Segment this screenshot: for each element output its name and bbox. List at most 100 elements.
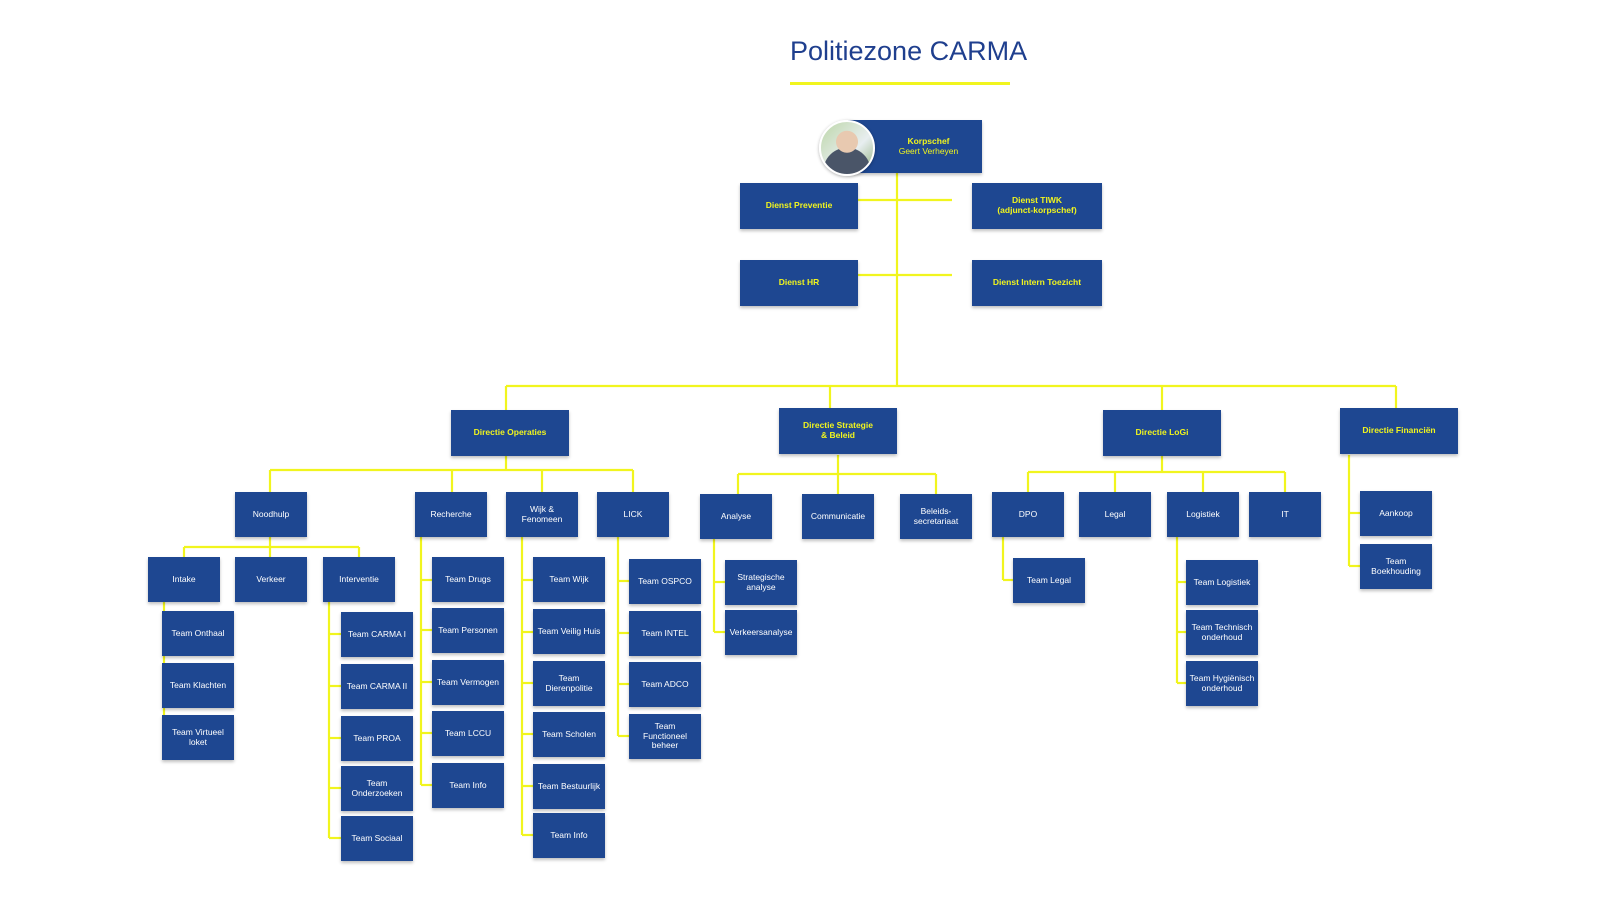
node-team-vermogen[interactable]: Team Vermogen — [432, 660, 504, 705]
node-team-personen[interactable]: Team Personen — [432, 608, 504, 653]
label-dienst-preventie: Dienst Preventie — [765, 200, 833, 211]
label-team-personen: Team Personen — [438, 624, 498, 635]
node-directie-strategie[interactable]: Directie Strategie & Beleid — [779, 408, 897, 454]
label-legal: Legal — [1104, 508, 1126, 519]
page-title: Politiezone CARMA — [790, 36, 1028, 66]
label-team-logistiek: Team Logistiek — [1193, 576, 1251, 587]
node-dienst-hr[interactable]: Dienst HR — [740, 260, 858, 306]
label-team-boekhouding: Team Boekhouding — [1371, 555, 1421, 576]
label-it: IT — [1281, 508, 1289, 519]
node-team-lccu[interactable]: Team LCCU — [432, 711, 504, 756]
node-recherche[interactable]: Recherche — [415, 492, 487, 537]
node-team-onthaal[interactable]: Team Onthaal — [162, 611, 234, 656]
label-secretariaat: secretariaat — [913, 515, 959, 526]
label-recherche: Recherche — [430, 508, 472, 519]
node-team-klachten[interactable]: Team Klachten — [162, 663, 234, 708]
node-wijk-fenomeen[interactable]: Wijk & Fenomeen — [506, 492, 578, 537]
label-aankoop: Aankoop — [1379, 507, 1413, 518]
node-team-proa[interactable]: Team PROA — [341, 716, 413, 761]
node-team-bestuurlijk[interactable]: Team Bestuurlijk — [533, 764, 605, 809]
node-directie-financien[interactable]: Directie Financiën — [1340, 408, 1458, 454]
label-noodhulp: Noodhulp — [252, 508, 290, 519]
node-team-wijk[interactable]: Team Wijk — [533, 557, 605, 602]
node-verkeer[interactable]: Verkeer — [235, 557, 307, 602]
node-verkeersanalyse[interactable]: Verkeersanalyse — [725, 610, 797, 655]
node-dienst-tiwk[interactable]: Dienst TIWK (adjunct-korpschef) — [972, 183, 1102, 229]
node-directie-logi[interactable]: Directie LoGi — [1103, 410, 1221, 456]
label-team-info: Team Info — [449, 779, 487, 790]
node-team-ospco[interactable]: Team OSPCO — [629, 559, 701, 604]
label-team-vermogen: Team Vermogen — [437, 676, 499, 687]
korpschef-role: Korpschef — [907, 135, 950, 146]
label-directie-logi: Directie LoGi — [1135, 427, 1189, 438]
label-team-carma-i: Team CARMA I — [347, 628, 407, 639]
label-team-ospco: Team OSPCO — [638, 575, 692, 586]
label-team-functioneel-beheer: Team Functioneel beheer — [643, 720, 687, 751]
node-communicatie[interactable]: Communicatie — [802, 494, 874, 539]
node-aankoop[interactable]: Aankoop — [1360, 491, 1432, 536]
node-noodhulp[interactable]: Noodhulp — [235, 492, 307, 537]
node-team-adco[interactable]: Team ADCO — [629, 662, 701, 707]
label-team-virtueel-loket: Team Virtueel loket — [172, 726, 224, 747]
label-directie-operaties: Directie Operaties — [473, 427, 547, 438]
label-wijk: Wijk & — [529, 503, 555, 514]
node-team-technisch-onderhoud[interactable]: Team Technisch onderhoud — [1186, 610, 1258, 655]
node-lick[interactable]: LICK — [597, 492, 669, 537]
label-strategische-analyse: Strategische analyse — [737, 571, 785, 592]
label-team-bestuurlijk: Team Bestuurlijk — [537, 780, 601, 791]
node-team-drugs[interactable]: Team Drugs — [432, 557, 504, 602]
node-team-sociaal[interactable]: Team Sociaal — [341, 816, 413, 861]
label-team-proa: Team PROA — [353, 732, 401, 743]
label-team-dierenpolitie: Team Dierenpolitie — [545, 672, 593, 693]
node-beleidssecretariaat[interactable]: Beleids- secretariaat — [900, 494, 972, 539]
label-team-scholen: Team Scholen — [542, 728, 596, 739]
node-team-boekhouding[interactable]: Team Boekhouding — [1360, 544, 1432, 589]
node-team-functioneel-beheer[interactable]: Team Functioneel beheer — [629, 714, 701, 759]
node-dienst-intern-toezicht[interactable]: Dienst Intern Toezicht — [972, 260, 1102, 306]
label-team-onthaal: Team Onthaal — [171, 627, 225, 638]
label-dienst-hr: Dienst HR — [778, 277, 820, 288]
label-interventie: Interventie — [339, 573, 379, 584]
label-team-legal: Team Legal — [1027, 574, 1071, 585]
node-legal[interactable]: Legal — [1079, 492, 1151, 537]
node-team-dierenpolitie[interactable]: Team Dierenpolitie — [533, 661, 605, 706]
node-it[interactable]: IT — [1249, 492, 1321, 537]
korpschef-avatar-icon — [819, 120, 875, 176]
node-team-scholen[interactable]: Team Scholen — [533, 712, 605, 757]
label-adjunct-korpschef: (adjunct-korpschef) — [997, 205, 1077, 215]
node-team-veilig-huis[interactable]: Team Veilig Huis — [533, 609, 605, 654]
node-interventie[interactable]: Interventie — [323, 557, 395, 602]
node-team-carma-i[interactable]: Team CARMA I — [341, 612, 413, 657]
label-team-technisch-onderhoud: Team Technisch onderhoud — [1191, 621, 1253, 642]
node-logistiek[interactable]: Logistiek — [1167, 492, 1239, 537]
node-strategische-analyse[interactable]: Strategische analyse — [725, 560, 797, 605]
label-team-hygienisch-onderhoud: Team Hygiënisch onderhoud — [1189, 672, 1255, 693]
node-korpschef[interactable]: Korpschef Geert Verheyen — [848, 120, 982, 173]
node-team-info-recherche[interactable]: Team Info — [432, 763, 504, 808]
label-team-klachten: Team Klachten — [169, 679, 227, 690]
label-dpo: DPO — [1018, 508, 1038, 519]
title-underline — [790, 82, 1010, 85]
node-team-info-wijk[interactable]: Team Info — [533, 813, 605, 858]
label-team-info: Team Info — [550, 829, 588, 840]
label-dienst-intern-toezicht: Dienst Intern Toezicht — [992, 277, 1082, 288]
node-team-hygienisch-onderhoud[interactable]: Team Hygiënisch onderhoud — [1186, 661, 1258, 706]
node-dpo[interactable]: DPO — [992, 492, 1064, 537]
node-team-carma-ii[interactable]: Team CARMA II — [341, 664, 413, 709]
label-dienst-tiwk: Dienst TIWK — [1011, 195, 1063, 206]
node-dienst-preventie[interactable]: Dienst Preventie — [740, 183, 858, 229]
node-team-onderzoeken[interactable]: Team Onderzoeken — [341, 766, 413, 811]
label-communicatie: Communicatie — [810, 510, 866, 521]
label-directie-strategie: Directie Strategie — [803, 420, 873, 431]
node-team-logistiek[interactable]: Team Logistiek — [1186, 560, 1258, 605]
node-team-intel[interactable]: Team INTEL — [629, 611, 701, 656]
node-team-virtueel-loket[interactable]: Team Virtueel loket — [162, 715, 234, 760]
label-team-veilig-huis: Team Veilig Huis — [537, 625, 601, 636]
label-lick: LICK — [623, 508, 643, 519]
label-team-sociaal: Team Sociaal — [351, 832, 403, 843]
node-directie-operaties[interactable]: Directie Operaties — [451, 410, 569, 456]
node-analyse[interactable]: Analyse — [700, 494, 772, 539]
node-team-legal[interactable]: Team Legal — [1013, 558, 1085, 603]
label-logistiek: Logistiek — [1186, 508, 1220, 519]
node-intake[interactable]: Intake — [148, 557, 220, 602]
